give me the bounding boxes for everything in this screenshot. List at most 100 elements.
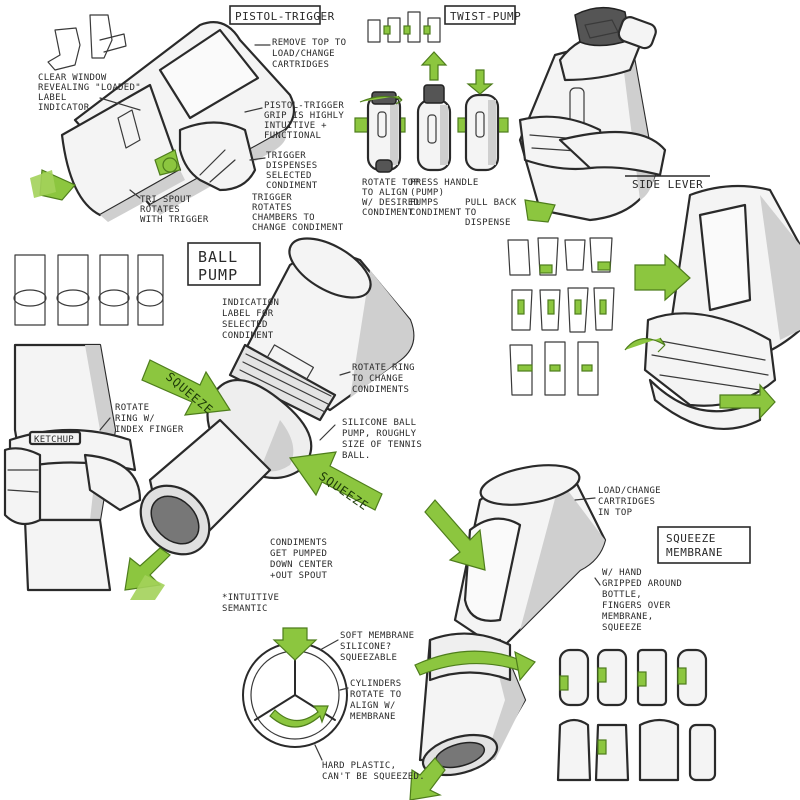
twist-cylinder-press	[416, 51, 452, 172]
svg-text:ROTATE TO: ROTATE TO	[350, 690, 401, 700]
ball-note-silicone: SILICONE BALL PUMP, ROUGHLY SIZE OF TENN…	[319, 418, 422, 461]
svg-text:REVEALING "LOADED": REVEALING "LOADED"	[38, 83, 141, 93]
membrane-note-soft: SOFT MEMBRANE SILICONE? SQUEEZABLE	[319, 631, 414, 663]
svg-text:LABEL: LABEL	[38, 93, 67, 103]
ball-note-indication: INDICATION LABEL FOR SELECTED CONDIMENT	[222, 298, 279, 341]
svg-text:PULL BACK: PULL BACK	[465, 198, 517, 208]
svg-text:CLEAR WINDOW: CLEAR WINDOW	[38, 73, 107, 83]
svg-text:REMOVE TOP TO: REMOVE TOP TO	[272, 38, 346, 48]
svg-text:CONDIMENTS: CONDIMENTS	[270, 538, 327, 548]
ball-title-2: PUMP	[198, 266, 238, 284]
svg-text:SIZE OF TENNIS: SIZE OF TENNIS	[342, 440, 422, 450]
svg-text:+OUT SPOUT: +OUT SPOUT	[270, 571, 327, 581]
ball-thumbnails	[13, 254, 164, 326]
svg-text:LABEL FOR: LABEL FOR	[222, 309, 274, 319]
pistol-thumbnail-sketches	[47, 14, 127, 71]
svg-text:CAN'T BE SQUEEZED.: CAN'T BE SQUEEZED.	[322, 772, 425, 782]
twist-pump-concept: TWIST-PUMP ROTATE TOP TO ALI	[354, 5, 521, 228]
svg-text:CARTRIDGES: CARTRIDGES	[272, 60, 329, 70]
svg-text:BOTTLE,: BOTTLE,	[602, 590, 642, 600]
svg-text:TRIGGER: TRIGGER	[266, 151, 306, 161]
membrane-arrow-out	[409, 757, 446, 800]
svg-text:INDICATION: INDICATION	[222, 298, 279, 308]
svg-text:TRIGGER: TRIGGER	[252, 193, 292, 203]
twist-cylinder-rotate	[354, 91, 406, 173]
svg-text:GRIP IS HIGHLY: GRIP IS HIGHLY	[264, 111, 344, 121]
twist-note-press: PRESS HANDLE (PUMP) PUMPS CONDIMENT	[410, 178, 479, 218]
svg-text:SELECTED: SELECTED	[266, 171, 312, 181]
svg-text:DOWN CENTER: DOWN CENTER	[270, 560, 333, 570]
squeeze-arrow-left: SQUEEZE	[141, 359, 232, 417]
membrane-note-cylinders: CYLINDERS ROTATE TO ALIGN W/ MEMBRANE	[339, 679, 401, 722]
ball-note-intuitive: *INTUITIVE SEMANTIC	[222, 593, 279, 614]
ball-hand-bottle: KETCHUP ROTATE RING W/ INDEX FINGER	[3, 343, 184, 592]
svg-text:MEMBRANE,: MEMBRANE,	[602, 612, 653, 622]
svg-text:TRI SPOUT: TRI SPOUT	[140, 195, 192, 205]
svg-text:TO: TO	[465, 208, 476, 218]
pistol-note-window: CLEAR WINDOW REVEALING "LOADED" LABEL IN…	[38, 73, 141, 113]
svg-text:FINGERS OVER: FINGERS OVER	[602, 601, 671, 611]
membrane-cross-section	[242, 627, 348, 748]
svg-text:PRESS HANDLE: PRESS HANDLE	[410, 178, 479, 188]
svg-text:CONDIMENT: CONDIMENT	[362, 208, 414, 218]
svg-text:ROTATES: ROTATES	[252, 203, 292, 213]
squeeze-arrow-right: SQUEEZE	[288, 451, 383, 513]
side-lever-title: SIDE LEVER	[632, 178, 703, 191]
ball-note-index: ROTATE	[115, 403, 149, 413]
side-lever-thumbnails	[507, 237, 615, 396]
ball-pump-bottle	[139, 237, 415, 556]
svg-text:(PUMP): (PUMP)	[410, 188, 444, 198]
side-lever-bottle	[624, 184, 800, 431]
svg-text:MEMBRANE: MEMBRANE	[350, 712, 396, 722]
twist-thumbnails	[367, 11, 441, 43]
pistol-trigger-concept: PISTOL-TRIGGER REMOVE TOP TO LOAD/CHANGE…	[30, 5, 346, 233]
svg-text:ROTATE TOP: ROTATE TOP	[362, 178, 419, 188]
svg-text:SOFT MEMBRANE: SOFT MEMBRANE	[340, 631, 414, 641]
svg-text:SILICONE?: SILICONE?	[340, 642, 391, 652]
membrane-bottle	[414, 464, 607, 777]
svg-text:PUMPS: PUMPS	[410, 198, 439, 208]
pistol-note-trigger: TRIGGER DISPENSES SELECTED CONDIMENT	[249, 151, 317, 191]
svg-text:HARD PLASTIC,: HARD PLASTIC,	[322, 761, 396, 771]
svg-text:SQUEEZE: SQUEEZE	[602, 623, 642, 633]
membrane-arrow-in	[424, 499, 486, 571]
svg-text:FUNCTIONAL: FUNCTIONAL	[264, 131, 321, 141]
ball-title-1: BALL	[198, 248, 238, 266]
svg-text:DISPENSES: DISPENSES	[266, 161, 317, 171]
svg-text:CHANGE CONDIMENT: CHANGE CONDIMENT	[252, 223, 344, 233]
svg-text:PUMP, ROUGHLY: PUMP, ROUGHLY	[342, 429, 417, 439]
svg-text:ROTATE RING: ROTATE RING	[352, 363, 415, 373]
svg-text:CONDIMENTS: CONDIMENTS	[352, 385, 409, 395]
pistol-note-top-load: REMOVE TOP TO LOAD/CHANGE CARTRIDGES	[254, 38, 346, 70]
svg-text:LOAD/CHANGE: LOAD/CHANGE	[598, 486, 661, 496]
pistol-hand	[154, 121, 257, 192]
ball-note-pumped: CONDIMENTS GET PUMPED DOWN CENTER +OUT S…	[270, 538, 333, 581]
dispense-arrow-ball	[124, 547, 171, 600]
pistol-note-grip: PISTOL-TRIGGER GRIP IS HIGHLY INTUITIVE …	[244, 101, 344, 141]
svg-text:CHAMBERS TO: CHAMBERS TO	[252, 213, 315, 223]
svg-text:SQUEEZABLE: SQUEEZABLE	[340, 653, 397, 663]
svg-text:ROTATES: ROTATES	[140, 205, 180, 215]
svg-text:LOAD/CHANGE: LOAD/CHANGE	[272, 49, 335, 59]
twist-title: TWIST-PUMP	[450, 10, 521, 23]
membrane-note-load: LOAD/CHANGE CARTRIDGES IN TOP	[574, 486, 661, 518]
membrane-note-grip: W/ HAND GRIPPED AROUND BOTTLE, FINGERS O…	[594, 568, 682, 633]
pistol-note-rotates: TRIGGER ROTATES CHAMBERS TO CHANGE CONDI…	[252, 193, 344, 233]
twist-note-rotate: ROTATE TOP TO ALIGN W/ DESIRED CONDIMENT	[362, 178, 419, 218]
svg-text:TO ALIGN: TO ALIGN	[362, 188, 408, 198]
svg-text:PISTOL-TRIGGER: PISTOL-TRIGGER	[264, 101, 344, 111]
svg-text:SEMANTIC: SEMANTIC	[222, 604, 268, 614]
ball-note-rotate-ring: ROTATE RING TO CHANGE CONDIMENTS	[339, 363, 415, 395]
twist-cylinder-pull	[457, 69, 509, 172]
svg-text:ALIGN W/: ALIGN W/	[350, 701, 396, 711]
svg-text:BALL.: BALL.	[342, 451, 371, 461]
svg-text:TO CHANGE: TO CHANGE	[352, 374, 403, 384]
svg-text:RING W/: RING W/	[115, 414, 155, 424]
svg-text:DISPENSE: DISPENSE	[465, 218, 511, 228]
svg-text:IN TOP: IN TOP	[598, 508, 633, 518]
ketchup-label: KETCHUP	[34, 435, 74, 445]
svg-text:INTUITIVE +: INTUITIVE +	[264, 121, 327, 131]
membrane-title-2: MEMBRANE	[666, 546, 723, 559]
